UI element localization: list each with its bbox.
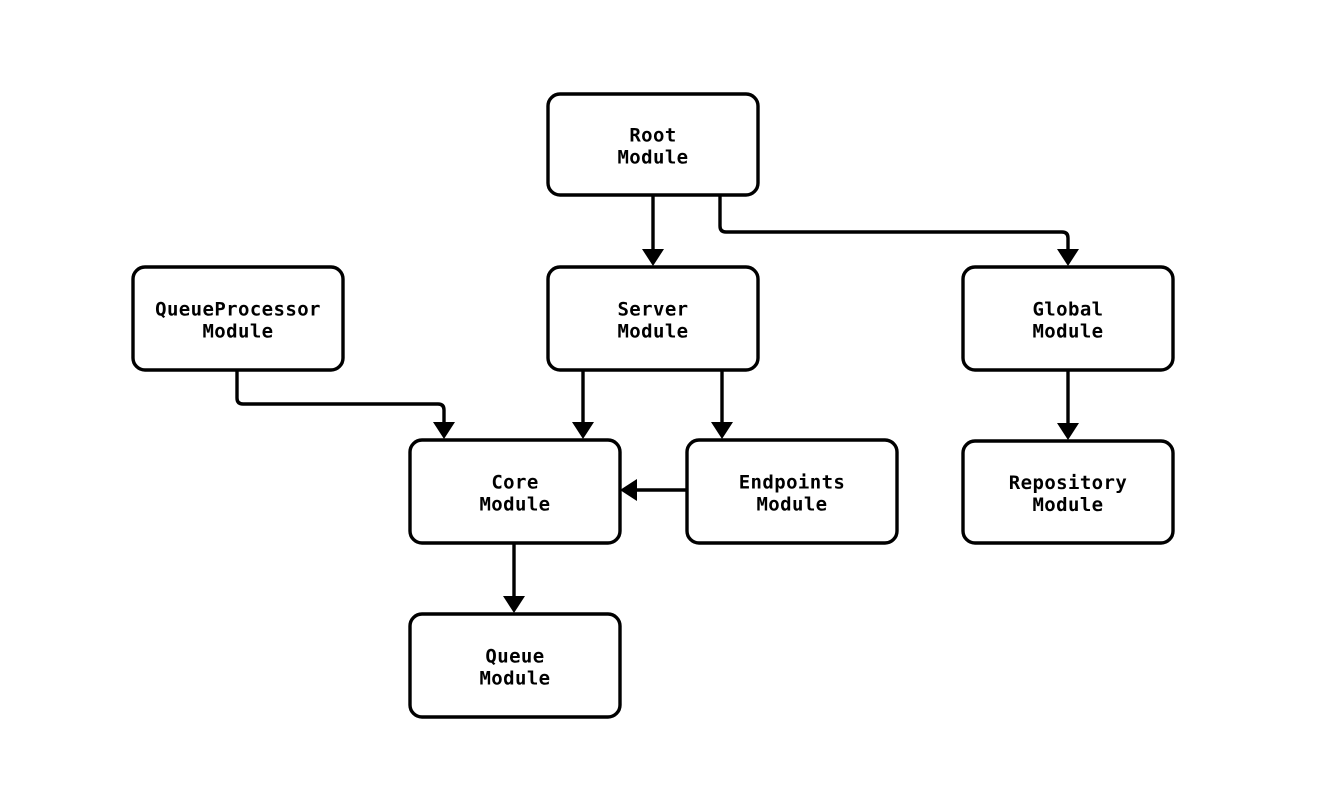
node-label-line1: Core	[491, 472, 538, 494]
node-label-line1: QueueProcessor	[155, 299, 321, 321]
node-box[interactable]	[131, 265, 345, 372]
node-label-line1: Endpoints	[739, 472, 846, 494]
node-label-line2: Module	[479, 494, 550, 516]
node-label-line2: Module	[756, 494, 827, 516]
node-label-line1: Global	[1032, 299, 1103, 321]
node-label-line2: Module	[1032, 494, 1103, 516]
arrowhead-icon	[620, 479, 637, 501]
edge-root-to-server	[642, 195, 664, 266]
edge-endpoints-to-core	[620, 479, 687, 501]
node-box[interactable]	[408, 612, 622, 719]
node-box[interactable]	[961, 265, 1175, 372]
node-label-line2: Module	[617, 321, 688, 343]
node-label-line1: Queue	[485, 646, 544, 668]
edges-layer	[235, 195, 1079, 613]
arrowhead-icon	[433, 422, 455, 439]
arrowhead-icon	[503, 596, 525, 613]
arrowhead-icon	[1057, 249, 1079, 266]
edge-line	[718, 195, 1070, 258]
edge-global-to-repository	[1057, 370, 1079, 440]
node-label-line1: Server	[617, 299, 688, 321]
node-label-line1: Repository	[1009, 472, 1127, 494]
node-box[interactable]	[546, 92, 760, 197]
edge-queueprocessor-to-core	[235, 370, 455, 439]
edge-server-to-endpoints	[711, 370, 733, 439]
node-box[interactable]	[685, 438, 899, 545]
arrowhead-icon	[642, 249, 664, 266]
arrowhead-icon	[1057, 423, 1079, 440]
node-label-line2: Module	[202, 321, 273, 343]
edge-line	[235, 370, 446, 431]
node-label-line2: Module	[617, 147, 688, 169]
node-box[interactable]	[961, 439, 1175, 545]
arrowhead-icon	[572, 422, 594, 439]
edge-root-to-global	[718, 195, 1079, 266]
node-box[interactable]	[408, 438, 622, 545]
node-label-line2: Module	[479, 668, 550, 690]
edge-core-to-queue	[503, 543, 525, 613]
node-label-line1: Root	[629, 125, 676, 147]
nodes-layer: RootModuleQueueProcessorModuleServerModu…	[131, 92, 1175, 719]
edge-server-to-core	[572, 370, 594, 439]
node-label-line2: Module	[1032, 321, 1103, 343]
node-box[interactable]	[546, 265, 760, 372]
arrowhead-icon	[711, 422, 733, 439]
